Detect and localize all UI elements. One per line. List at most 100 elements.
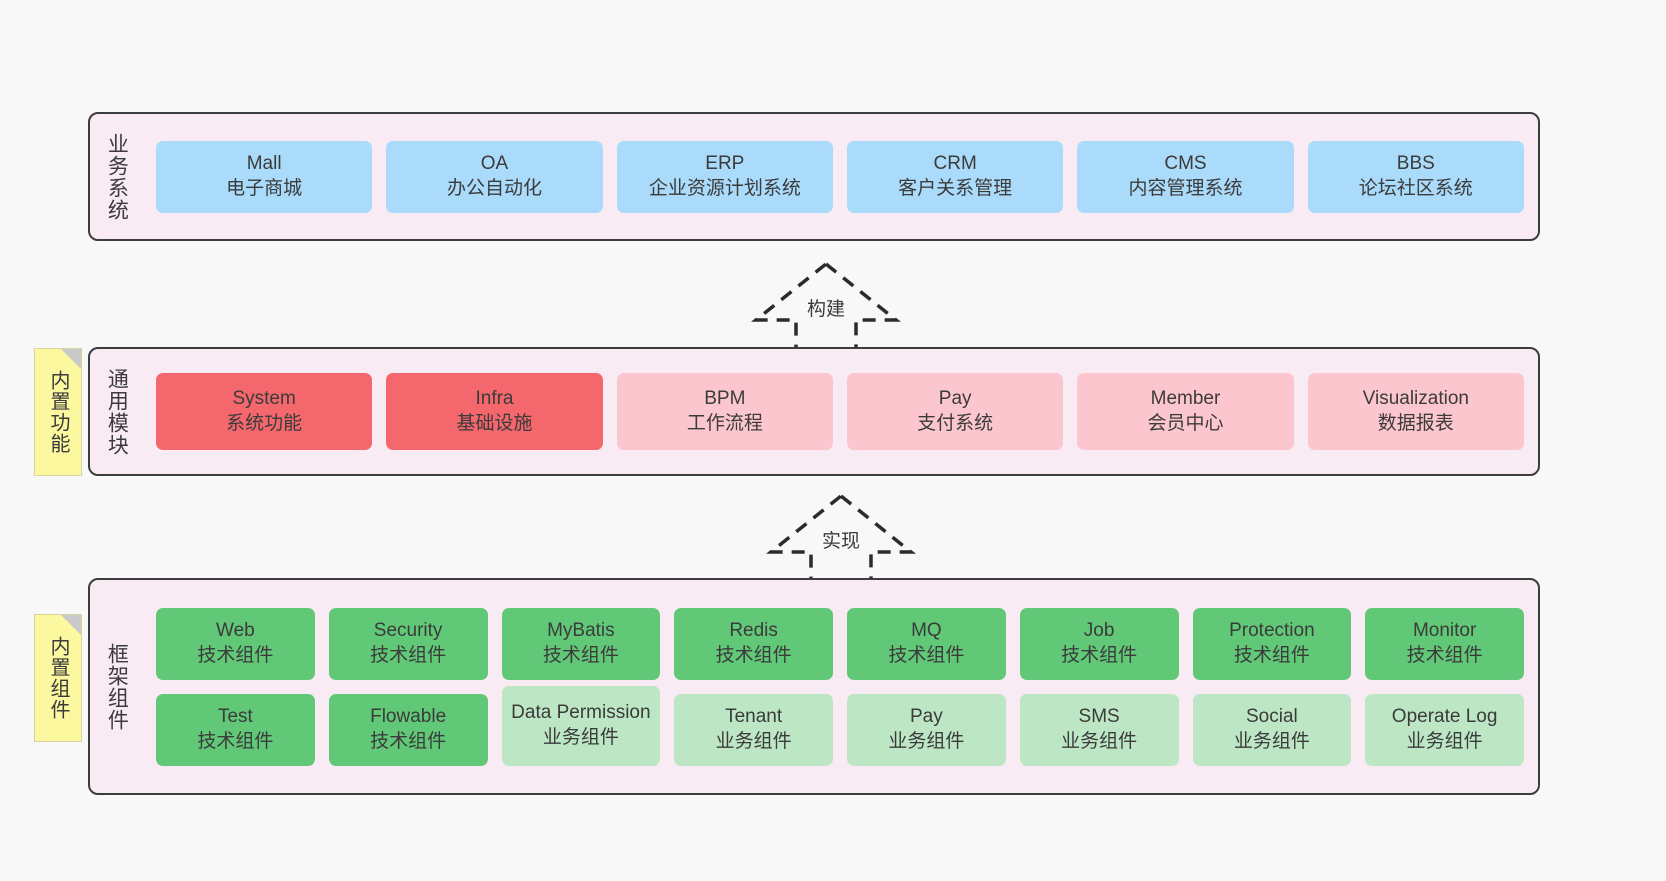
layer-business-system: 业务系统 Mall 电子商城 OA 办公自动化 ERP 企业资源计划系统 CRM…	[88, 112, 1540, 241]
connector-realize: 实现	[761, 490, 921, 590]
card-mq-title: MQ	[911, 619, 942, 641]
sticky-note-builtin-features: 内置功能	[34, 348, 82, 476]
card-mq-subtitle: 技术组件	[888, 644, 965, 666]
sticky-note-builtin-components-label: 内置组件	[47, 636, 69, 720]
layer-framework-component: 框架组件 Web 技术组件 Security 技术组件 MyBatis 技术组件…	[88, 578, 1540, 795]
card-mall-title: Mall	[246, 152, 282, 174]
card-mall-subtitle: 电子商城	[226, 177, 303, 199]
sticky-note-builtin-components: 内置组件	[34, 614, 82, 742]
sticky-note-builtin-features-label: 内置功能	[47, 370, 69, 454]
card-mq[interactable]: MQ 技术组件	[847, 607, 1006, 680]
card-flowable-subtitle: 技术组件	[370, 730, 447, 752]
layer-body-framework-component: Web 技术组件 Security 技术组件 MyBatis 技术组件 Redi…	[142, 580, 1538, 793]
card-bbs-title: BBS	[1396, 152, 1435, 174]
card-operate-log-title: Operate Log	[1391, 705, 1498, 727]
card-data-permission-subtitle: 业务组件	[542, 726, 619, 748]
card-infra-title: Infra	[475, 387, 514, 409]
layer-body-common-module: System 系统功能 Infra 基础设施 BPM 工作流程 Pay 支付系统…	[142, 349, 1538, 474]
layer-common-module: 通用模块 System 系统功能 Infra 基础设施 BPM 工作流程 Pay…	[88, 347, 1540, 476]
card-monitor-subtitle: 技术组件	[1406, 644, 1483, 666]
card-pay-module-subtitle: 支付系统	[917, 412, 994, 434]
layer-title-common-module: 通用模块	[105, 367, 129, 456]
card-infra-subtitle: 基础设施	[456, 412, 533, 434]
card-infra[interactable]: Infra 基础设施	[386, 373, 603, 450]
card-security[interactable]: Security 技术组件	[328, 607, 488, 680]
card-crm-subtitle: 客户关系管理	[898, 177, 1013, 199]
card-operate-log[interactable]: Operate Log 业务组件	[1365, 693, 1524, 766]
card-oa[interactable]: OA 办公自动化	[386, 140, 603, 213]
card-visualization[interactable]: Visualization 数据报表	[1307, 373, 1524, 450]
card-erp-subtitle: 企业资源计划系统	[648, 177, 801, 199]
row-tech-components: Web 技术组件 Security 技术组件 MyBatis 技术组件 Redi…	[156, 607, 1524, 680]
card-redis-title: Redis	[729, 619, 778, 641]
realize-arrow-icon	[766, 493, 916, 588]
card-tenant[interactable]: Tenant 业务组件	[674, 693, 833, 766]
card-pay-module[interactable]: Pay 支付系统	[846, 373, 1064, 450]
card-social[interactable]: Social 业务组件	[1192, 693, 1352, 766]
card-protection-subtitle: 技术组件	[1233, 644, 1310, 666]
card-tenant-title: Tenant	[725, 705, 783, 727]
build-arrow-icon	[751, 261, 901, 356]
card-test[interactable]: Test 技术组件	[156, 693, 315, 766]
card-redis-subtitle: 技术组件	[715, 644, 792, 666]
layer-title-business-system: 业务系统	[105, 132, 129, 221]
card-crm-title: CRM	[933, 152, 977, 174]
card-protection[interactable]: Protection 技术组件	[1192, 607, 1352, 680]
card-member-title: Member	[1150, 387, 1221, 409]
card-operate-log-subtitle: 业务组件	[1406, 730, 1483, 752]
card-erp-title: ERP	[705, 152, 745, 174]
card-bpm-title: BPM	[704, 387, 746, 409]
card-data-permission[interactable]: Data Permission 业务组件	[501, 685, 661, 766]
card-pay-component-title: Pay	[910, 705, 943, 727]
card-pay-component[interactable]: Pay 业务组件	[847, 693, 1006, 766]
card-web-title: Web	[216, 619, 255, 641]
card-mall[interactable]: Mall 电子商城	[156, 140, 373, 213]
card-oa-subtitle: 办公自动化	[446, 177, 542, 199]
card-security-subtitle: 技术组件	[370, 644, 447, 666]
card-pay-module-title: Pay	[938, 387, 972, 409]
card-sms-title: SMS	[1078, 705, 1120, 727]
card-mybatis[interactable]: MyBatis 技术组件	[501, 607, 661, 680]
card-redis[interactable]: Redis 技术组件	[674, 607, 833, 680]
card-cms[interactable]: CMS 内容管理系统	[1077, 140, 1294, 213]
card-sms[interactable]: SMS 业务组件	[1019, 693, 1179, 766]
card-social-subtitle: 业务组件	[1233, 730, 1310, 752]
card-bpm[interactable]: BPM 工作流程	[616, 373, 833, 450]
card-member-subtitle: 会员中心	[1147, 412, 1224, 434]
card-member[interactable]: Member 会员中心	[1077, 373, 1294, 450]
card-oa-title: OA	[480, 152, 509, 174]
card-job[interactable]: Job 技术组件	[1019, 607, 1179, 680]
card-system-title: System	[232, 387, 296, 409]
card-social-title: Social	[1246, 705, 1298, 727]
card-flowable[interactable]: Flowable 技术组件	[328, 693, 488, 766]
card-sms-subtitle: 业务组件	[1061, 730, 1138, 752]
layer-body-business-system: Mall 电子商城 OA 办公自动化 ERP 企业资源计划系统 CRM 客户关系…	[142, 114, 1538, 239]
card-protection-title: Protection	[1229, 619, 1315, 641]
card-crm[interactable]: CRM 客户关系管理	[846, 140, 1064, 213]
card-data-permission-title: Data Permission	[511, 701, 651, 723]
row-business-components: Test 技术组件 Flowable 技术组件 Data Permission …	[156, 685, 1524, 766]
card-system-subtitle: 系统功能	[226, 412, 303, 434]
connector-build: 构建	[746, 258, 906, 358]
layer-title-framework-component: 框架组件	[105, 642, 129, 731]
card-mybatis-title: MyBatis	[547, 619, 615, 641]
card-test-title: Test	[217, 705, 253, 727]
card-mybatis-subtitle: 技术组件	[542, 644, 619, 666]
card-monitor-title: Monitor	[1412, 619, 1477, 641]
card-monitor[interactable]: Monitor 技术组件	[1365, 607, 1524, 680]
card-bbs-subtitle: 论坛社区系统	[1358, 177, 1473, 199]
card-system[interactable]: System 系统功能	[156, 373, 373, 450]
card-cms-title: CMS	[1164, 152, 1207, 174]
card-job-subtitle: 技术组件	[1061, 644, 1138, 666]
card-job-title: Job	[1083, 619, 1115, 641]
card-visualization-subtitle: 数据报表	[1377, 412, 1454, 434]
card-web[interactable]: Web 技术组件	[156, 607, 315, 680]
card-cms-subtitle: 内容管理系统	[1128, 177, 1243, 199]
card-security-title: Security	[373, 619, 443, 641]
card-erp[interactable]: ERP 企业资源计划系统	[616, 140, 833, 213]
card-bbs[interactable]: BBS 论坛社区系统	[1307, 140, 1524, 213]
card-test-subtitle: 技术组件	[197, 730, 274, 752]
card-tenant-subtitle: 业务组件	[715, 730, 792, 752]
card-bpm-subtitle: 工作流程	[686, 412, 763, 434]
